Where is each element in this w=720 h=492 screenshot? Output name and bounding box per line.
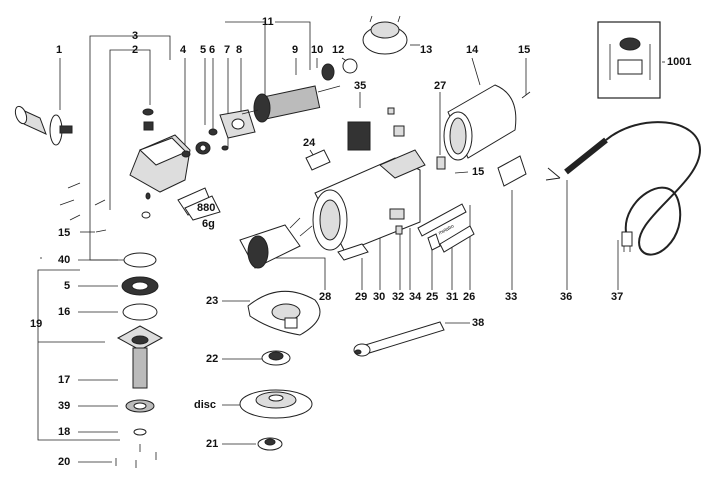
callout-label-17: 17 xyxy=(58,374,71,386)
callout-label-15-c: 15 xyxy=(58,227,71,239)
small-blocks-part xyxy=(389,208,405,235)
callout-label-10: 10 xyxy=(311,44,324,56)
support-flange-part xyxy=(261,350,291,366)
callout-label-8: 8 xyxy=(236,44,243,56)
callout-label-4: 4 xyxy=(180,44,187,56)
callout-label-39: 39 xyxy=(58,400,71,412)
fan-guide-part xyxy=(362,15,408,55)
callout-label-25: 25 xyxy=(426,291,439,303)
armature-part xyxy=(241,58,358,123)
callout-label-23: 23 xyxy=(206,295,219,307)
callout-label-30: 30 xyxy=(373,291,386,303)
callout-label-7: 7 xyxy=(224,44,231,56)
callout-label-2: 2 xyxy=(132,44,139,56)
callout-label-31: 31 xyxy=(446,291,459,303)
callout-label-20: 20 xyxy=(58,456,71,468)
callout-label-36: 36 xyxy=(560,291,573,303)
callout-label-5-b: 5 xyxy=(64,280,71,292)
callout-label-37: 37 xyxy=(611,291,624,303)
callout-label-disc: disc xyxy=(194,399,217,411)
callout-label-34: 34 xyxy=(409,291,422,303)
callout-label-9: 9 xyxy=(292,44,299,56)
callout-label-26: 26 xyxy=(463,291,476,303)
inset-1001-box xyxy=(597,21,661,99)
clamping-nut-part xyxy=(257,437,283,451)
leader-lines xyxy=(37,21,665,463)
callout-label-22: 22 xyxy=(206,353,219,365)
callout-label-35: 35 xyxy=(354,80,367,92)
power-cord-part xyxy=(545,121,702,256)
callout-label-40: 40 xyxy=(58,254,71,266)
switch-rod-part xyxy=(417,203,475,253)
callout-label-33: 33 xyxy=(505,291,518,303)
rating-label-part xyxy=(497,155,527,187)
callout-label-13: 13 xyxy=(420,44,433,56)
wheel-guard-part xyxy=(247,290,321,336)
callout-label-21: 21 xyxy=(206,438,219,450)
callout-label-6g: 6g xyxy=(202,218,215,230)
callout-label-28: 28 xyxy=(319,291,332,303)
callout-label-1001: 1001 xyxy=(667,56,692,68)
callout-label-15-b: 15 xyxy=(472,166,485,178)
rear-cap-part xyxy=(443,84,517,161)
callout-label-27: 27 xyxy=(434,80,447,92)
pin-spanner-part xyxy=(353,321,445,357)
side-handle-part xyxy=(14,105,73,146)
callout-label-32: 32 xyxy=(392,291,405,303)
callout-label-3: 3 xyxy=(132,30,139,42)
motor-housing-part xyxy=(312,149,426,253)
callout-label-11: 11 xyxy=(262,16,274,28)
bearing-set-part xyxy=(195,109,256,155)
callout-label-16: 16 xyxy=(58,306,71,318)
label-plate-part xyxy=(305,149,331,171)
callout-label-18: 18 xyxy=(58,426,71,438)
screws-part xyxy=(59,182,107,233)
grease-tube-part xyxy=(184,195,221,221)
field-coil-part xyxy=(239,217,313,269)
callout-label-24: 24 xyxy=(303,137,316,149)
grinding-disc-part xyxy=(239,389,313,419)
switch-block-part xyxy=(347,107,405,151)
callout-label-880: 880 xyxy=(197,202,216,214)
callout-label-38: 38 xyxy=(472,317,485,329)
insulation-plate-part xyxy=(337,243,369,261)
carbon-brush-part xyxy=(436,156,446,170)
callout-label-6: 6 xyxy=(209,44,216,56)
callout-label-12: 12 xyxy=(332,44,345,56)
callout-label-14: 14 xyxy=(466,44,479,56)
callout-label-19: 19 xyxy=(30,318,43,330)
callout-label-29: 29 xyxy=(355,291,368,303)
callout-label-5: 5 xyxy=(200,44,207,56)
gear-stack-part xyxy=(115,252,164,468)
screw-15-part xyxy=(454,91,531,174)
callout-label-15: 15 xyxy=(518,44,531,56)
callout-label-1: 1 xyxy=(56,44,63,56)
